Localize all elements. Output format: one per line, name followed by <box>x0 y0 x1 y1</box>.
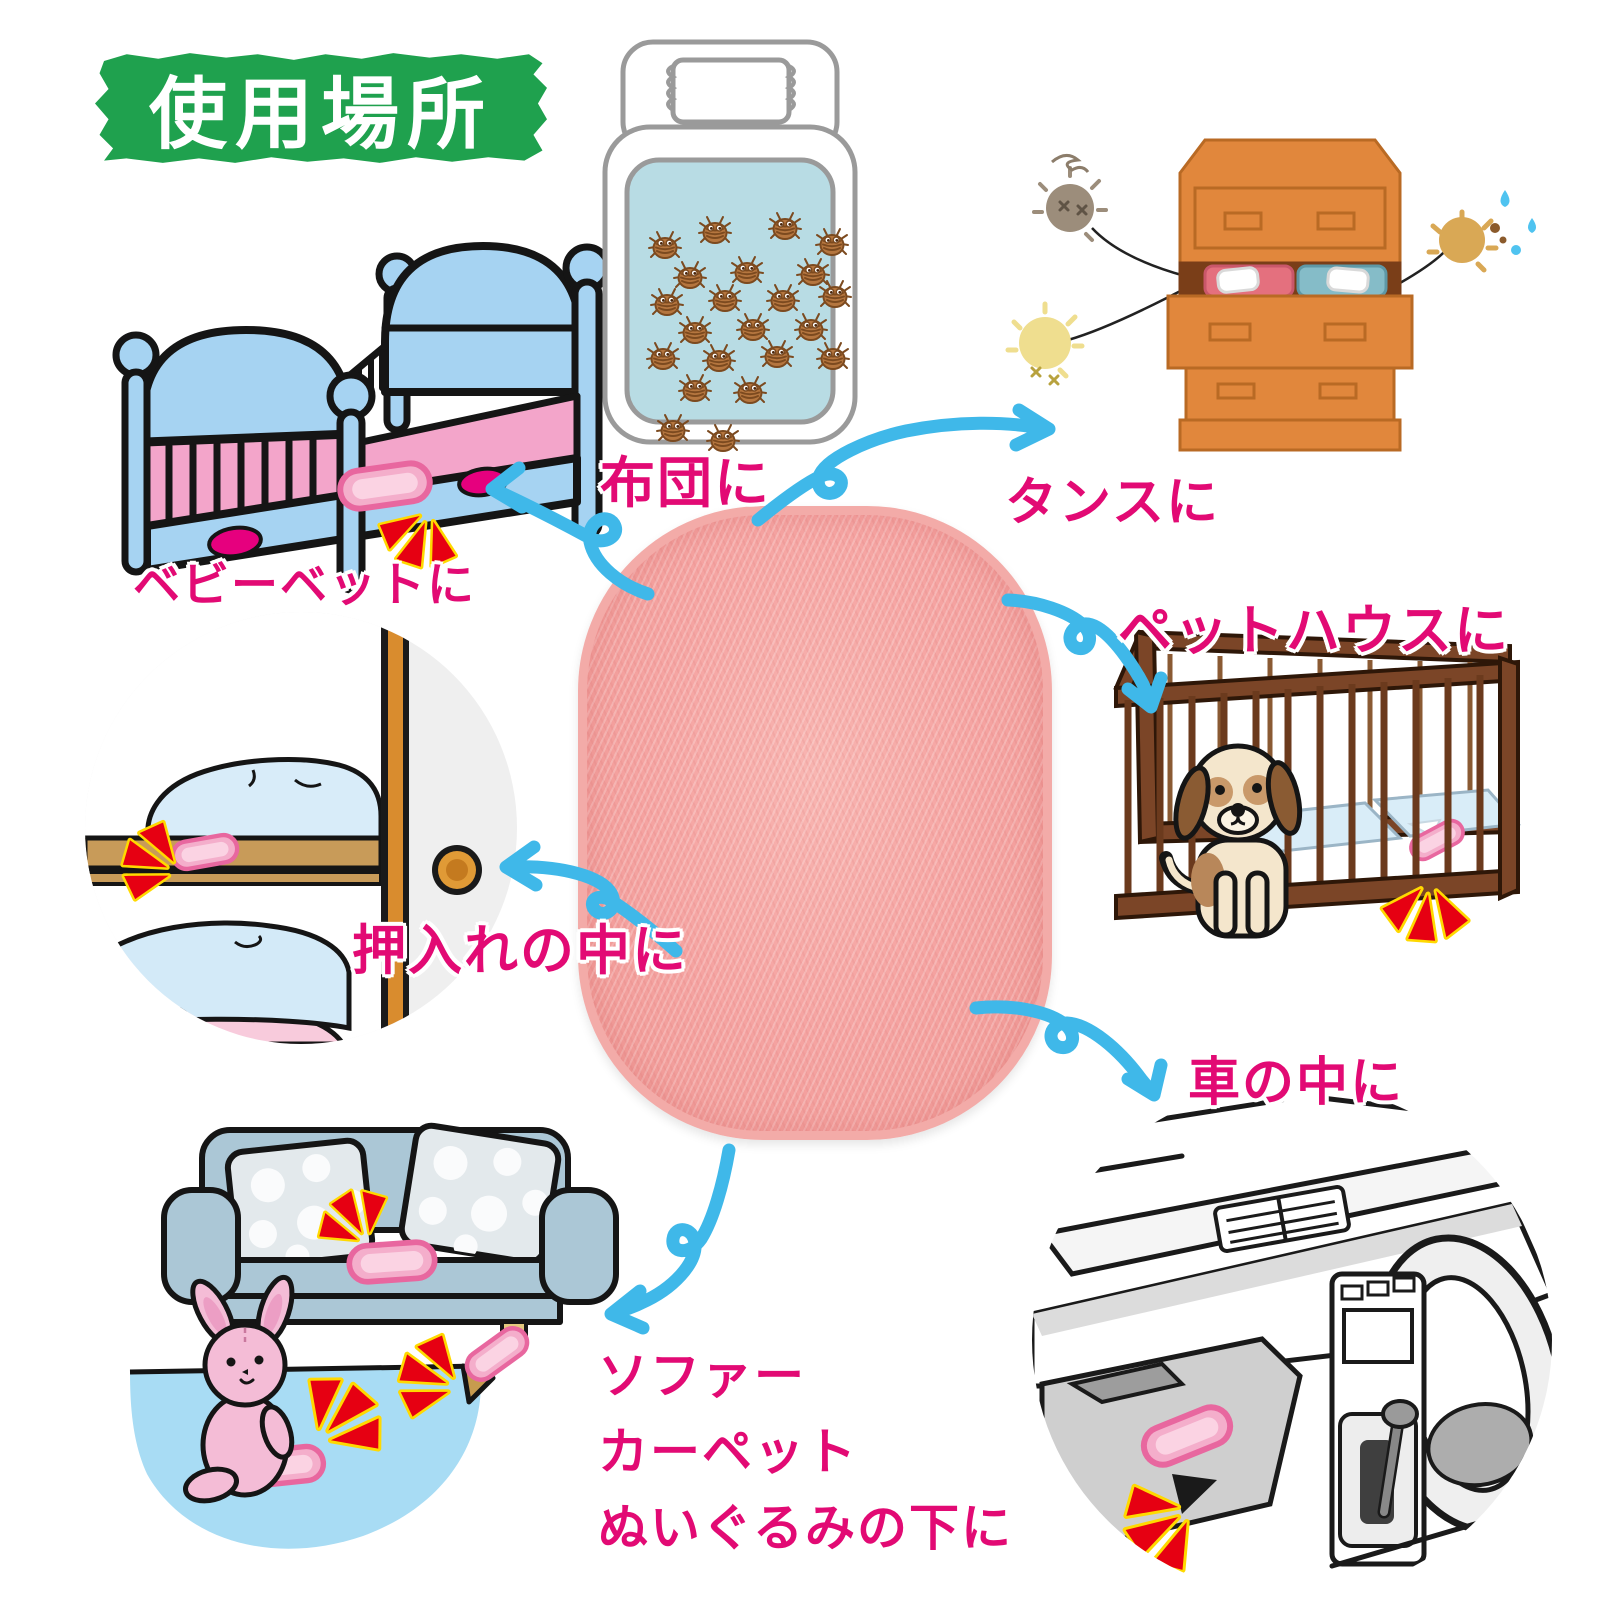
dog-illustration <box>1159 743 1303 939</box>
label-sofa-line2: カーペット <box>598 1423 858 1481</box>
car-interior-illustration <box>1032 1084 1552 1596</box>
page-title: 使用場所 <box>148 70 493 160</box>
air-vent-icon <box>1213 1184 1351 1254</box>
carpet-rabbit-illustration <box>129 1274 615 1549</box>
rabbit-plush-illustration <box>183 1274 295 1504</box>
futon-illustration <box>602 39 858 452</box>
label-sofa-line3: ぬいぐるみの下に <box>598 1499 1013 1557</box>
label-sofa-line1: ソファー <box>598 1347 806 1405</box>
label-car: 車の中に <box>1188 1053 1405 1113</box>
label-dresser: タンスに <box>1005 473 1220 533</box>
germ-icon <box>1005 301 1085 386</box>
germ-icon <box>1032 154 1108 242</box>
label-baby-bed: ベビーベットに <box>133 558 476 613</box>
germ-icon <box>1426 190 1536 273</box>
label-sofa-carpet-plush: ソファー カーペット ぬいぐるみの下に <box>598 1338 1013 1566</box>
label-pet-house: ペットハウスに <box>1118 599 1510 662</box>
dresser <box>1166 138 1414 452</box>
center-console <box>1329 1271 1427 1567</box>
label-futon: 布団に <box>600 451 772 515</box>
label-closet: 押入れの中に <box>352 919 688 982</box>
dresser-illustration <box>1005 138 1536 452</box>
cushion-icon <box>398 1122 562 1266</box>
title-banner: 使用場所 <box>95 53 547 163</box>
anti-mite-mat-product <box>578 506 1052 1140</box>
